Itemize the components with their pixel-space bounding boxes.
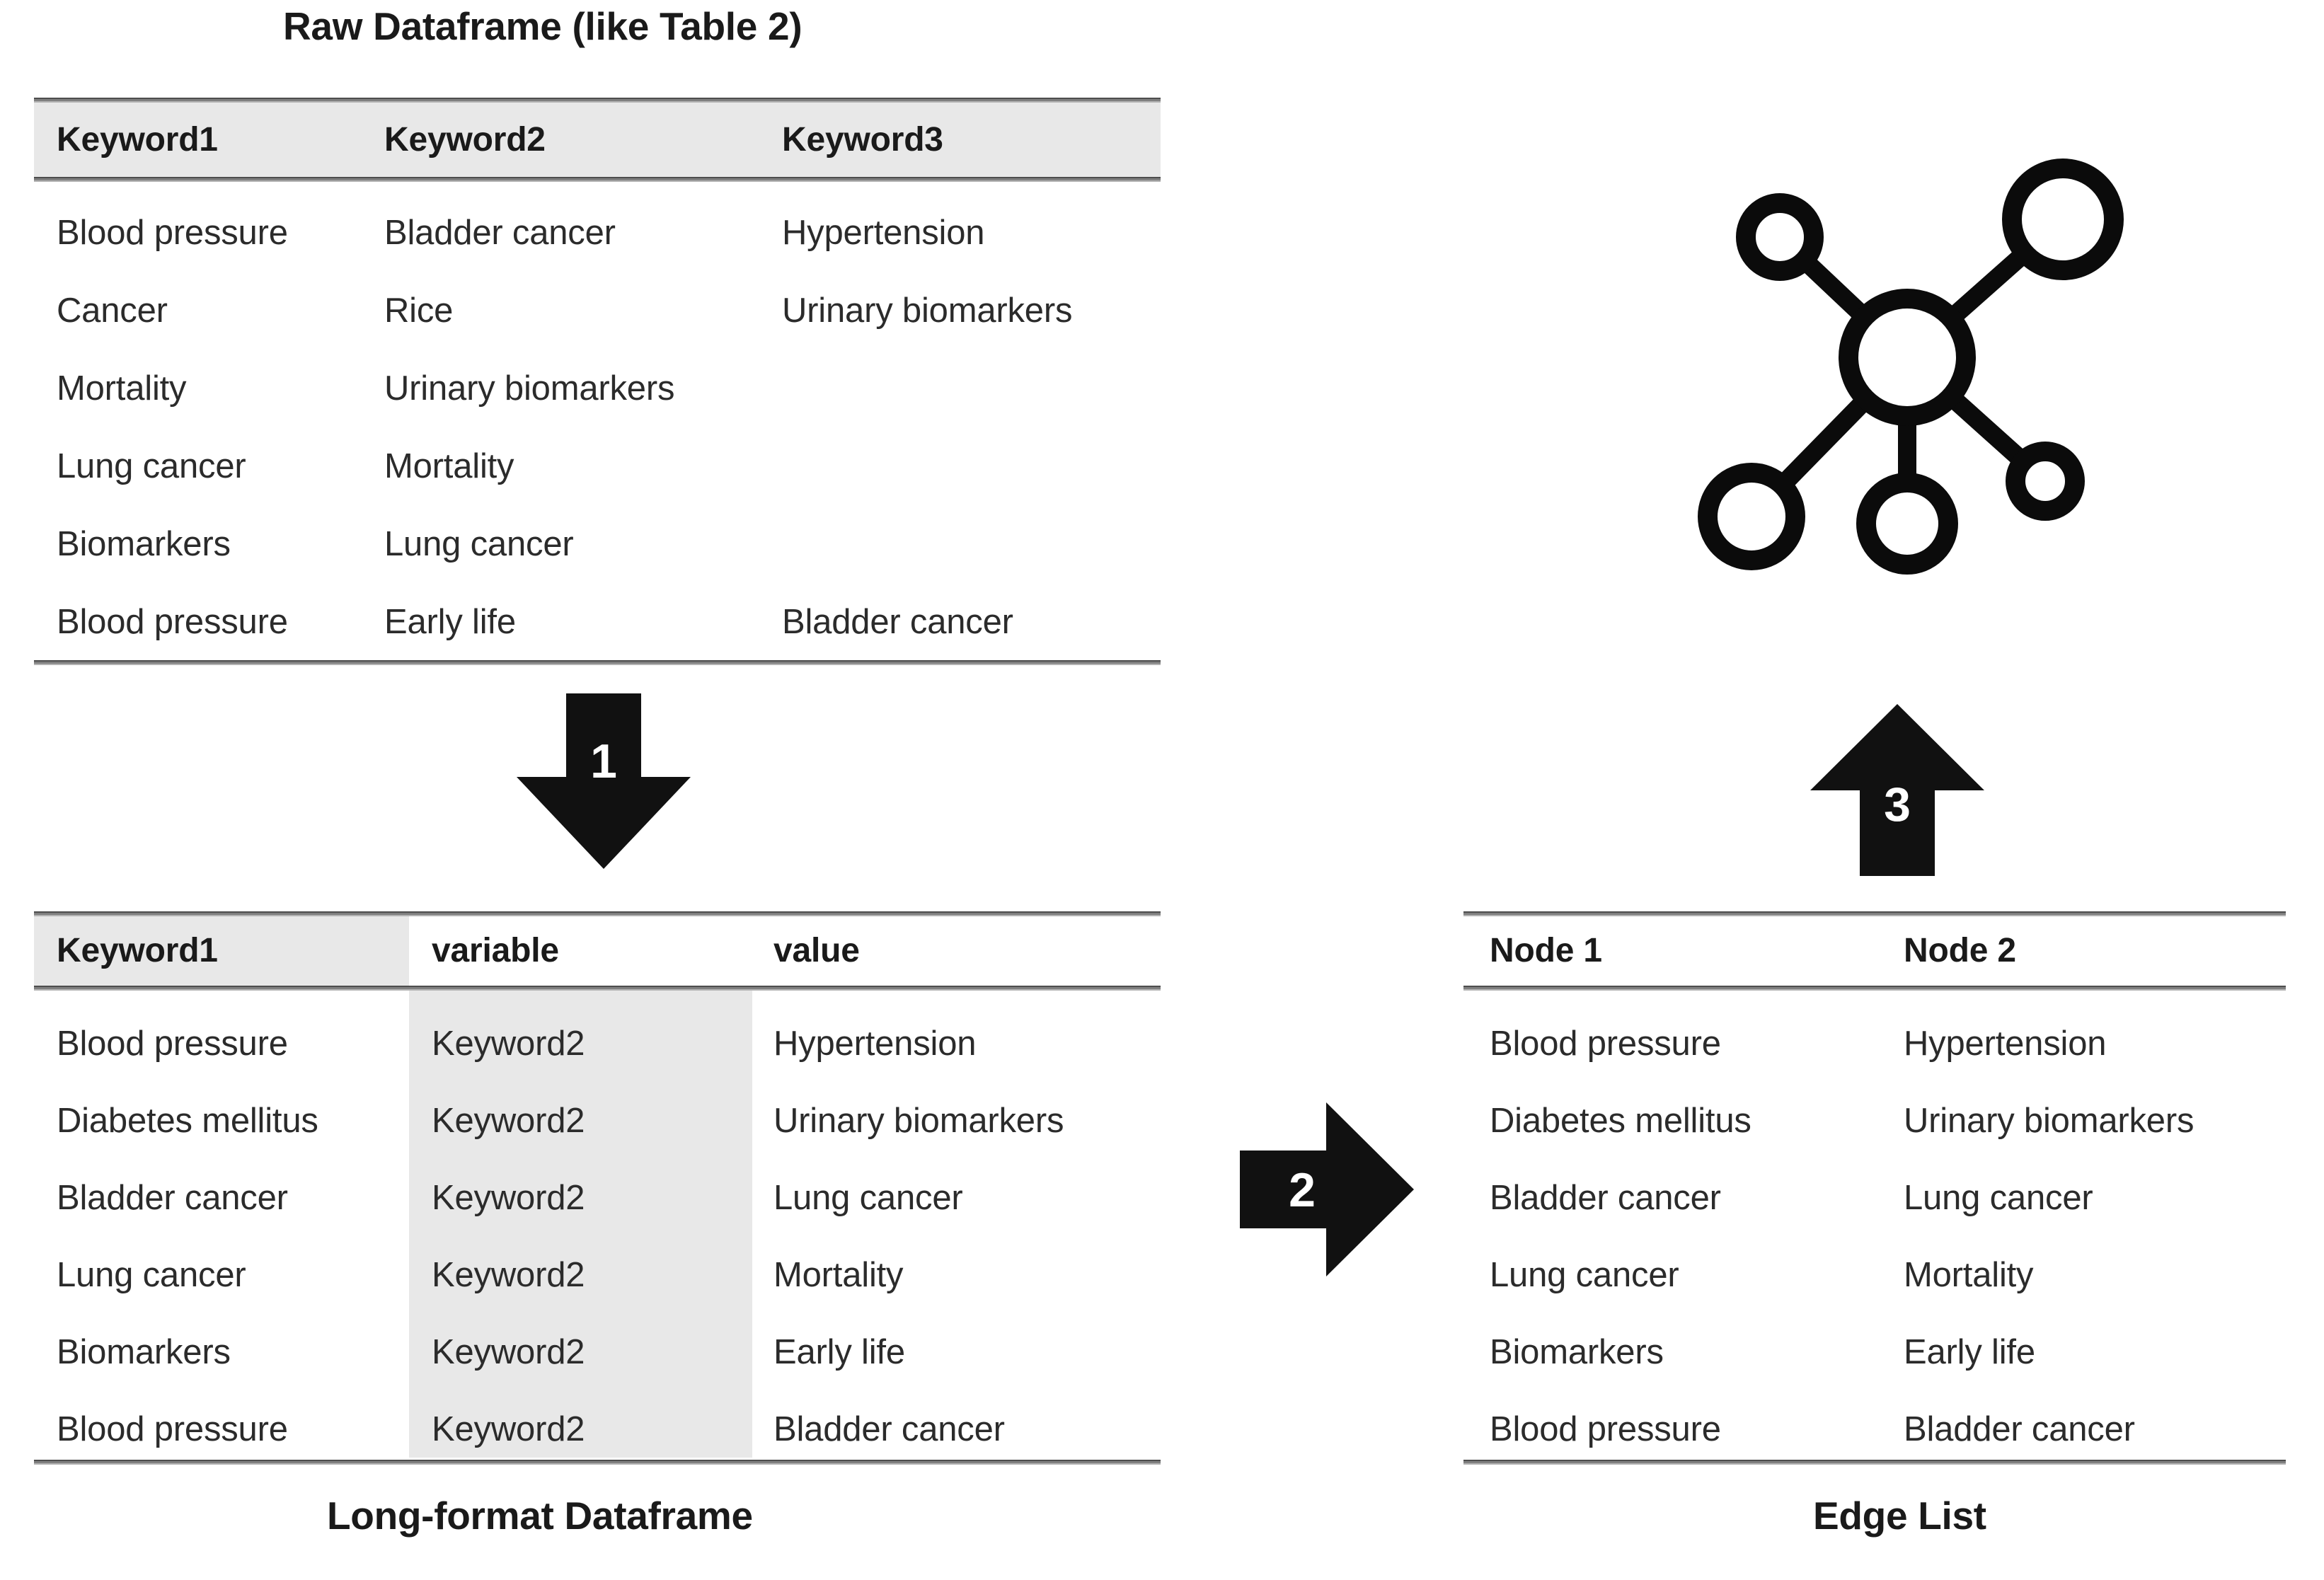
raw-cell-r5c0: Blood pressure (57, 603, 288, 641)
raw-col-header-2: Keyword2 (384, 121, 546, 158)
raw-dataframe-table: Keyword1 Keyword2 Keyword3 Blood pressur… (34, 98, 1161, 671)
step-3-arrow-up: 3 (1809, 704, 1986, 877)
edge-cell-r5c0: Blood pressure (1490, 1410, 1721, 1448)
table-rule-top (34, 911, 1161, 916)
edge-cell-r0c0: Blood pressure (1490, 1025, 1721, 1063)
edge-cell-r1c1: Urinary biomarkers (1904, 1102, 2194, 1140)
raw-cell-r5c1: Early life (384, 603, 516, 641)
arrow-up-shape (1810, 704, 1984, 876)
network-node-right (2006, 442, 2085, 521)
long-cell-r5c1: Keyword2 (432, 1410, 585, 1448)
step-2-arrow-right: 2 (1240, 1101, 1415, 1278)
network-graph (1635, 124, 2173, 662)
table-rule-header (1463, 986, 2286, 991)
raw-cell-r2c0: Mortality (57, 369, 187, 408)
long-col-header-3: value (773, 932, 860, 969)
raw-cell-r0c2: Hypertension (782, 214, 985, 252)
long-cell-r0c0: Blood pressure (57, 1025, 288, 1063)
long-cell-r4c0: Biomarkers (57, 1333, 231, 1371)
raw-cell-r0c0: Blood pressure (57, 214, 288, 252)
network-node-top-right (2002, 158, 2124, 280)
edge-cell-r5c1: Bladder cancer (1904, 1410, 2135, 1448)
edge-cell-r1c0: Diabetes mellitus (1490, 1102, 1751, 1140)
long-cell-r1c1: Keyword2 (432, 1102, 585, 1140)
arrow-down-shape (517, 693, 691, 869)
raw-cell-r2c1: Urinary biomarkers (384, 369, 675, 408)
raw-dataframe-title: Raw Dataframe (like Table 2) (283, 4, 803, 48)
edge-cell-r3c1: Mortality (1904, 1256, 2034, 1294)
edge-cell-r2c0: Bladder cancer (1490, 1179, 1721, 1217)
step-2-label: 2 (1289, 1163, 1316, 1217)
long-cell-r4c1: Keyword2 (432, 1333, 585, 1371)
table-rule-bottom (34, 660, 1161, 665)
edge-col-header-1: Node 1 (1490, 932, 1602, 969)
raw-col-header-3: Keyword3 (782, 121, 943, 158)
arrow-right-shape (1240, 1102, 1414, 1276)
edge-cell-r4c1: Early life (1904, 1333, 2035, 1371)
table-rule-top (34, 98, 1161, 103)
long-keyword1-header-shade (34, 916, 409, 986)
network-node-bottom (1856, 473, 1958, 575)
long-cell-r5c0: Blood pressure (57, 1410, 288, 1448)
network-nodes (1698, 158, 2124, 575)
long-variable-column-shade (409, 989, 752, 1458)
raw-cell-r4c0: Biomarkers (57, 525, 231, 563)
long-cell-r2c2: Lung cancer (773, 1179, 963, 1217)
long-cell-r2c0: Bladder cancer (57, 1179, 288, 1217)
raw-cell-r4c1: Lung cancer (384, 525, 574, 563)
raw-cell-r1c0: Cancer (57, 292, 168, 330)
edge-cell-r0c1: Hypertension (1904, 1025, 2107, 1063)
long-format-dataframe-caption: Long-format Dataframe (327, 1494, 753, 1538)
long-cell-r3c2: Mortality (773, 1256, 904, 1294)
raw-col-header-1: Keyword1 (57, 121, 218, 158)
long-cell-r3c0: Lung cancer (57, 1256, 246, 1294)
raw-cell-r0c1: Bladder cancer (384, 214, 616, 252)
long-cell-r0c1: Keyword2 (432, 1025, 585, 1063)
long-col-header-1: Keyword1 (57, 932, 218, 969)
edge-list-table: Node 1 Node 2 Blood pressure Hypertensio… (1463, 911, 2286, 1470)
raw-cell-r5c2: Bladder cancer (782, 603, 1013, 641)
long-cell-r1c2: Urinary biomarkers (773, 1102, 1064, 1140)
long-col-header-2: variable (432, 932, 559, 969)
edge-cell-r2c1: Lung cancer (1904, 1179, 2093, 1217)
edge-list-caption: Edge List (1813, 1494, 1986, 1538)
table-rule-top (1463, 911, 2286, 916)
long-format-dataframe-table: Keyword1 variable value Blood pressure K… (34, 911, 1161, 1470)
long-cell-r3c1: Keyword2 (432, 1256, 585, 1294)
step-3-label: 3 (1884, 778, 1911, 831)
raw-cell-r1c2: Urinary biomarkers (782, 292, 1073, 330)
table-rule-bottom (1463, 1460, 2286, 1465)
long-cell-r1c0: Diabetes mellitus (57, 1102, 318, 1140)
edge-cell-r3c0: Lung cancer (1490, 1256, 1679, 1294)
network-node-center (1839, 289, 1976, 426)
raw-header-shade (34, 103, 1161, 177)
table-rule-header (34, 986, 1161, 991)
edge-col-header-2: Node 2 (1904, 932, 2016, 969)
raw-cell-r3c1: Mortality (384, 447, 514, 485)
network-node-bottom-left (1698, 463, 1805, 570)
table-rule-header (34, 177, 1161, 182)
step-1-arrow-down: 1 (515, 693, 692, 870)
long-cell-r4c2: Early life (773, 1333, 905, 1371)
long-cell-r2c1: Keyword2 (432, 1179, 585, 1217)
table-rule-bottom (34, 1460, 1161, 1465)
long-cell-r5c2: Bladder cancer (773, 1410, 1005, 1448)
step-1-label: 1 (590, 734, 617, 788)
network-node-top-left (1736, 193, 1824, 281)
raw-cell-r3c0: Lung cancer (57, 447, 246, 485)
raw-cell-r1c1: Rice (384, 292, 454, 330)
edge-cell-r4c0: Biomarkers (1490, 1333, 1664, 1371)
long-cell-r0c2: Hypertension (773, 1025, 977, 1063)
